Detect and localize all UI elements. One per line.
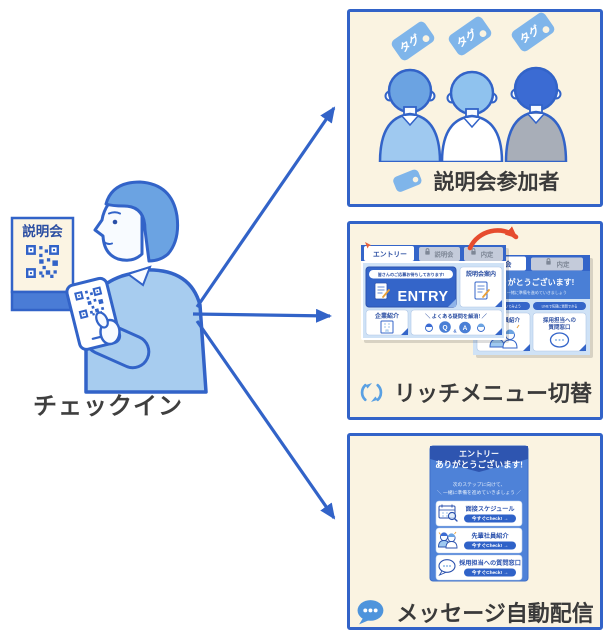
q-bubble-icon [439,321,451,333]
session-poster: 説明会 [10,216,75,312]
back-tab-offer [531,257,583,271]
faq-card: ＼ よくある疑問を解消! ／ Q & A [410,309,503,336]
participant-back-view [378,68,442,162]
panel-message: エントリー ありがとうございます! 次のステップに向けて、 ＼ 一緒に準備を進め… [347,433,603,630]
entry-card: 皆さんのご応募お待ちしております! ENTRY [365,266,457,308]
richmenu-illustration: 説明会 内定 ありがとうございます! て、一緒に準備を進めていきましょう 先輩の… [361,226,593,358]
participants-illustration: タグ タグ タグ [378,12,568,162]
checkin-label: チェックイン [33,393,183,420]
chat-bubble-icon [357,599,384,624]
svg-text:A: A [463,325,468,332]
message-item-schedule: 面接スケジュール 今すぐCheck! → [435,500,523,527]
a-bubble-icon [459,321,471,334]
participants-label: 説明会参加者 [433,171,560,194]
participant-back-view [504,66,568,162]
person-eyebrow [108,211,121,215]
person-hand [95,311,121,346]
svg-text:面接スケジュール: 面接スケジュール [465,505,515,513]
person-eye [112,219,118,225]
session-info-card: 説明会案内 [459,266,503,308]
message-item-contact: 採用担当への質問窓口 今すぐCheck! → [435,554,523,581]
message-illustration: エントリー ありがとうございます! 次のステップに向けて、 ＼ 一緒に準備を進め… [429,445,529,582]
svg-text:今すぐCheck! →: 今すぐCheck! → [471,542,509,549]
poster-footer-band [10,290,75,312]
svg-text:今すぐCheck! →: 今すぐCheck! → [471,569,509,576]
company-card: 企業紹介 [365,309,409,336]
svg-text:内定: 内定 [557,260,571,269]
back-pill-right [533,302,586,310]
svg-text:ありがとうございます!: ありがとうございます! [492,277,575,287]
svg-text:質問窓口: 質問窓口 [548,323,570,331]
person-illustration [65,180,208,394]
svg-text:今すぐCheck! →: 今すぐCheck! → [471,515,509,522]
message-label: メッセージ自動配信 [396,601,594,626]
lock-icon [471,248,476,255]
svg-text:て、一緒に準備を進めていきましょう: て、一緒に準備を進めていきましょう [499,289,567,295]
tag-icon: タグ [511,12,555,52]
message-item-senior: 先輩社員紹介 今すぐCheck! → [435,527,523,554]
building-icon [380,320,394,334]
back-card-contact: 採用担当への 質問窓口 [532,312,587,352]
svg-text:採用担当への質問窓口: 採用担当への質問窓口 [459,559,521,567]
front-tab-offer [464,247,503,261]
cursor-icon [365,242,372,249]
calendar-icon [438,504,458,522]
svg-text:ありがとうございます!: ありがとうございます! [435,460,523,470]
svg-text:採用担当への: 採用担当への [543,316,577,324]
poster-title: 説明会 [22,223,63,239]
svg-text:LINEで気軽に質問できる: LINEで気軽に質問できる [542,304,578,309]
participant-back-view [440,70,504,162]
svg-text:Q: Q [442,325,447,332]
svg-text:＼ 一緒に準備を進めていきましょう ／: ＼ 一緒に準備を進めていきましょう ／ [437,489,521,496]
svg-text:エントリー: エントリー [373,251,407,259]
svg-text:企業紹介: 企業紹介 [374,312,400,320]
check-button [464,541,516,550]
svg-text:ENTRY: ENTRY [397,289,448,305]
check-button [464,568,516,577]
speech-bubble-icon [438,559,456,576]
tag-icon: タグ [391,21,435,61]
person-hair [104,180,180,263]
richmenu-front-screen: エントリー 説明会 内定 皆さんのご応募お待ちしております! [361,242,509,343]
lock-icon [546,258,551,265]
svg-text:説明会案内: 説明会案内 [466,270,496,278]
panel-participants: タグ タグ タグ [347,9,603,207]
refresh-icon [360,382,383,402]
svg-text:＼ よくある疑問を解消! ／: ＼ よくある疑問を解消! ／ [425,312,487,320]
people-icon [438,531,458,549]
message-card: エントリー ありがとうございます! 次のステップに向けて、 ＼ 一緒に準備を進め… [429,445,529,582]
header-banner [430,446,528,472]
tag-icon [392,169,422,192]
svg-text:次のステップに向けて、: 次のステップに向けて、 [453,481,506,488]
svg-text:エントリー: エントリー [459,450,499,459]
svg-text:&: & [453,329,457,334]
svg-text:皆さんのご応募お待ちしております!: 皆さんのご応募お待ちしております! [378,271,445,277]
document-icon [474,281,488,300]
check-button [464,514,516,523]
tag-icon: タグ [448,16,492,56]
svg-text:説明会: 説明会 [435,250,455,259]
svg-text:先輩社員紹介: 先輩社員紹介 [471,532,509,540]
front-tab-entry [364,246,414,261]
person-collar [125,265,152,287]
richmenu-label: リッチメニュー切替 [393,381,592,406]
document-icon [374,282,388,300]
lock-icon [425,248,430,255]
checkin-illustration: 説明会 [10,180,208,394]
person-mouth [103,241,113,245]
svg-text:内定: 内定 [481,250,494,259]
panel-richmenu: 説明会 内定 ありがとうございます! て、一緒に準備を進めていきましょう 先輩の… [347,221,603,420]
switch-arrow [467,226,519,251]
